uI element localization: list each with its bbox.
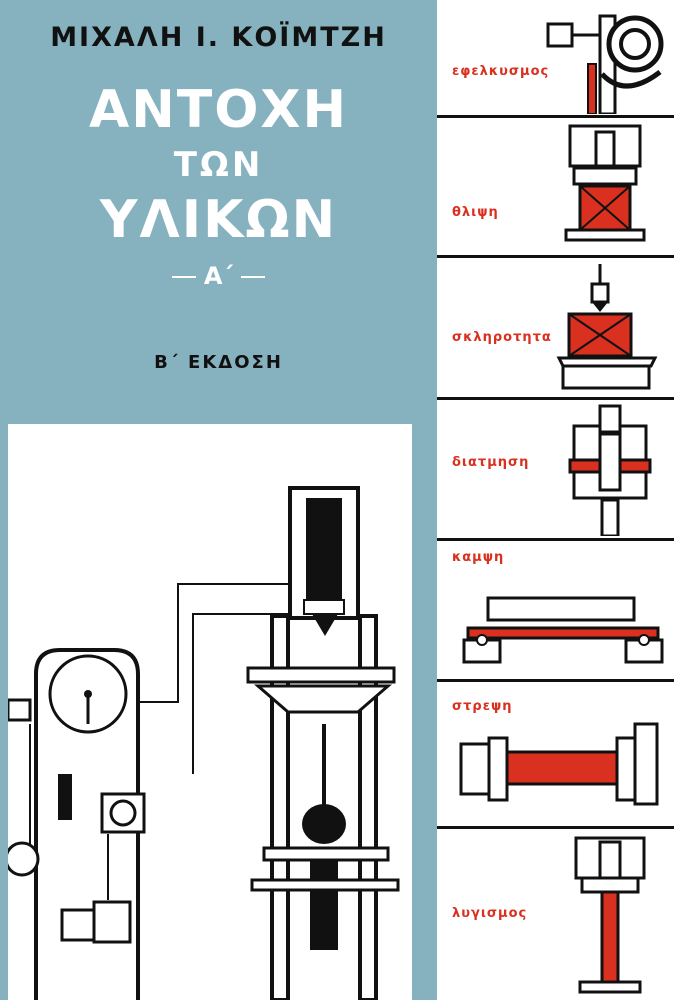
teal-background-left-strip xyxy=(0,424,8,1000)
buckling-test-diagram xyxy=(574,836,646,994)
label-hardness: σκληροτητα xyxy=(452,330,552,345)
label-torsion: στρεψη xyxy=(452,699,513,714)
edition-label: Β΄ ΕΚΔΟΣΗ xyxy=(154,352,283,373)
title-line-2: ΤΩΝ xyxy=(173,145,264,185)
volume-number: Α΄ xyxy=(0,262,437,290)
testing-machine-illustration xyxy=(8,486,400,1000)
label-buckling: λυγισμος xyxy=(452,906,528,921)
teal-background-middle-strip xyxy=(412,424,437,1000)
volume-label: Α΄ xyxy=(203,262,234,290)
title-line-1: ΑΝΤΟΧΗ xyxy=(88,80,349,140)
divider-4 xyxy=(437,538,674,541)
divider-5 xyxy=(437,679,674,682)
torsion-test-diagram xyxy=(459,722,659,806)
volume-dash-left xyxy=(171,276,196,278)
divider-3 xyxy=(437,397,674,400)
label-compression: θλιψη xyxy=(452,205,499,220)
divider-2 xyxy=(437,255,674,258)
tension-test-diagram xyxy=(546,14,664,114)
label-shear: διατμηση xyxy=(452,455,530,470)
hardness-test-diagram xyxy=(556,264,658,390)
label-bending: καμψη xyxy=(452,550,505,565)
bending-test-diagram xyxy=(462,596,664,664)
compression-test-diagram xyxy=(564,124,646,242)
divider-6 xyxy=(437,826,674,829)
volume-dash-right xyxy=(241,276,266,278)
teal-background-top xyxy=(0,0,437,424)
author-name: ΜΙΧΑΛΗ Ι. ΚΟΪΜΤΖΗ xyxy=(50,22,387,53)
shear-test-diagram xyxy=(568,404,652,536)
title-line-3: ΥΛΙΚΩΝ xyxy=(99,190,338,250)
label-tension: εφελκυσμος xyxy=(452,64,550,79)
divider-1 xyxy=(437,115,674,118)
